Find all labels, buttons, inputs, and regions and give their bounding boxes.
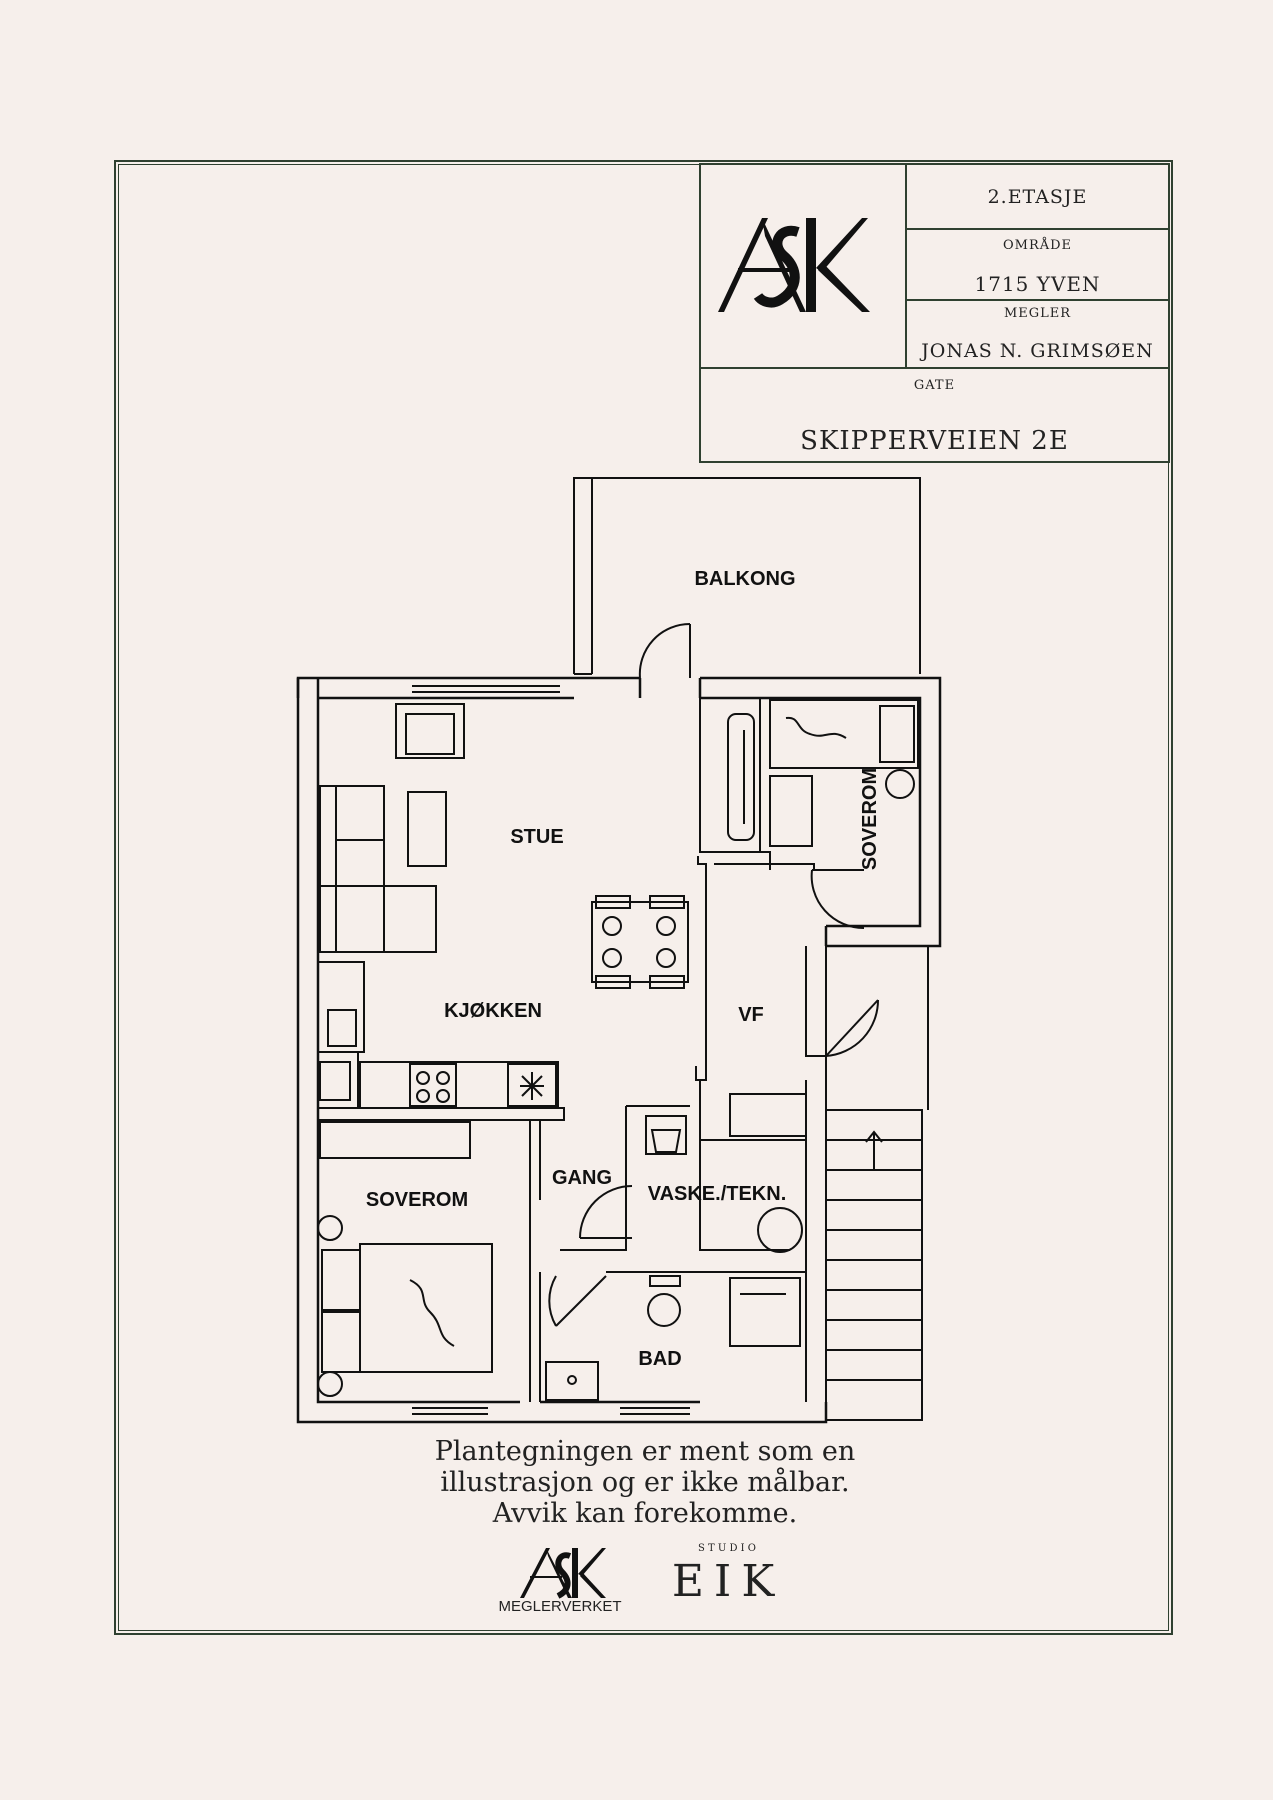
- room-label-bad: BAD: [638, 1348, 681, 1370]
- room-label-stue: STUE: [510, 826, 563, 848]
- entrance-door: [825, 999, 880, 1057]
- studio-caption: S T U D I O: [697, 1543, 756, 1554]
- laundry-door: [579, 1185, 633, 1239]
- studio-name: EIK: [671, 1556, 785, 1607]
- exterior-walls: [296, 676, 942, 1424]
- sofa: [319, 785, 437, 953]
- top-windows: [412, 685, 560, 693]
- main-bed: [317, 1121, 493, 1397]
- ask-footer-sub: MEGLERVERKET: [498, 1598, 622, 1615]
- laundry-fixtures: [645, 1093, 807, 1253]
- bath-door: [548, 1275, 607, 1327]
- room-label-vaske: VASKE./TEKN.: [648, 1183, 787, 1205]
- disclaimer-line-1: Plantegningen er ment som en: [434, 1436, 856, 1467]
- disclaimer-line-3: Avvik kan forekomme.: [492, 1498, 798, 1529]
- street-caption: GATE: [913, 378, 956, 393]
- bedroom-door: [810, 869, 865, 930]
- room-label-vf: VF: [738, 1004, 764, 1026]
- broker-caption: MEGLER: [1003, 306, 1072, 321]
- ask-logo-icon: [718, 218, 870, 312]
- staircase: [825, 946, 929, 1421]
- room-label-soverom-main: SOVEROM: [366, 1189, 468, 1211]
- area-value: 1715 YVEN: [974, 272, 1101, 296]
- armchair: [395, 703, 465, 759]
- bottom-windows: [412, 1407, 690, 1415]
- disclaimer-line-2: illustrasjon og er ikke målbar.: [440, 1467, 850, 1498]
- room-label-balkong: BALKONG: [694, 568, 795, 590]
- inner-frame: [118, 164, 1169, 1631]
- outer-frame: [114, 160, 1173, 1635]
- street-value: SKIPPERVEIEN 2E: [800, 426, 1069, 456]
- room-label-gang: GANG: [552, 1167, 612, 1189]
- broker-value: JONAS N. GRIMSØEN: [921, 340, 1154, 362]
- room-label-kjokken: KJØKKEN: [444, 1000, 542, 1022]
- area-caption: OMRÅDE: [1002, 238, 1073, 253]
- small-bedroom-bed: [769, 699, 919, 847]
- room-label-soverom-small: SOVEROM: [859, 768, 881, 870]
- kitchen-counter: [317, 961, 559, 1109]
- balcony-area: [573, 477, 921, 675]
- floor-label: 2.ETASJE: [987, 186, 1088, 208]
- ask-footer-logo-icon: [520, 1548, 606, 1599]
- coffee-table: [407, 791, 447, 867]
- dining-table: [591, 895, 689, 989]
- tv-unit: [727, 713, 755, 841]
- bath-fixtures: [545, 1275, 801, 1401]
- disclaimer: Plantegningen er ment som en illustrasjo…: [340, 1436, 950, 1529]
- balcony-door: [638, 622, 691, 679]
